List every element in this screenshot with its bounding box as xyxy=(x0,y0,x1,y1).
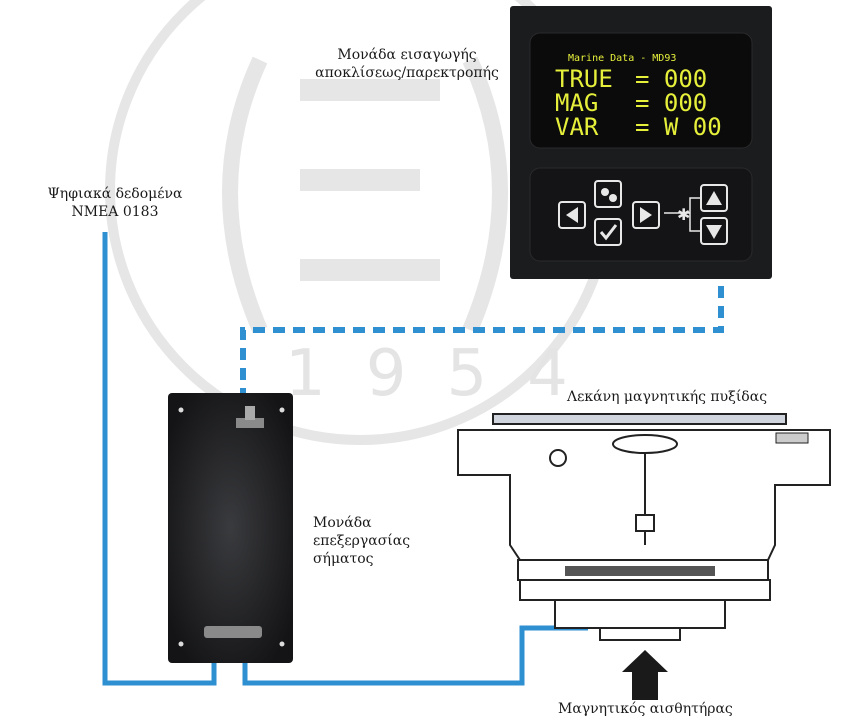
processing-unit-box xyxy=(168,393,293,663)
label-nmea-line1: Ψηφιακά δεδομένα xyxy=(47,186,183,202)
label-input-unit-line2: αποκλίσεως/παρεκτροπής xyxy=(315,65,499,81)
left-arrow-icon xyxy=(566,207,578,223)
label-magnetic-sensor: Μαγνητικός αισθητήρας xyxy=(558,701,733,717)
compass-card xyxy=(612,434,678,454)
bowl-screw xyxy=(549,449,567,467)
top-connector-pin xyxy=(245,406,255,420)
lcd-screen xyxy=(529,32,753,149)
label-processing-line3: σήματος xyxy=(313,551,374,567)
bowl-lid xyxy=(492,413,787,425)
down-arrow-icon xyxy=(706,225,722,239)
check-icon xyxy=(599,224,618,241)
watermark-leaf-right xyxy=(462,56,508,334)
label-nmea: Ψηφιακά δεδομένα NMEA 0183 xyxy=(35,185,195,221)
right-arrow-icon xyxy=(640,207,652,223)
lcd-row-true-value: = 000 xyxy=(635,65,707,93)
input-unit-cable xyxy=(240,282,724,400)
button-confirm[interactable] xyxy=(594,218,622,246)
sensor-cable xyxy=(242,625,588,686)
lcd-row-mag-value: = 000 xyxy=(635,89,707,117)
bottom-connectors xyxy=(204,626,262,638)
bowl-side-pin xyxy=(775,432,809,444)
label-nmea-line2: NMEA 0183 xyxy=(71,204,159,220)
lcd-row-var-value: = W 00 xyxy=(635,113,722,141)
lcd-row-mag-name: MAG xyxy=(555,89,598,117)
watermark-leaf-left xyxy=(222,56,268,334)
label-processing-unit: Μονάδα επεξεργασίας σήματος xyxy=(313,514,433,568)
button-right-arrow[interactable] xyxy=(632,201,660,229)
label-input-unit-line1: Μονάδα εισαγωγής xyxy=(337,47,477,63)
light-icon: ✱ xyxy=(677,205,690,224)
settings-icon-2 xyxy=(609,194,617,202)
button-settings[interactable] xyxy=(594,180,622,208)
top-connector xyxy=(236,418,264,428)
lcd-row-var-name: VAR xyxy=(555,113,599,141)
keypad-connector xyxy=(664,197,701,232)
label-compass-bowl: Λεκάνη μαγνητικής πυξίδας xyxy=(567,389,768,405)
up-arrow-icon xyxy=(706,191,722,205)
watermark-letter xyxy=(300,79,440,281)
watermark-year: 1954 xyxy=(285,337,608,411)
lcd-header: Marine Data - MD93 xyxy=(568,53,676,64)
bowl-seal xyxy=(565,566,715,576)
label-input-unit: Μονάδα εισαγωγής αποκλίσεως/παρεκτροπής xyxy=(312,46,502,82)
settings-icon xyxy=(601,188,609,196)
sensor-housing xyxy=(554,599,726,629)
bowl-gimbal xyxy=(519,579,771,601)
sensor-plug xyxy=(599,627,681,641)
button-left-arrow[interactable] xyxy=(558,201,586,229)
label-processing-line2: επεξεργασίας xyxy=(313,533,411,549)
lcd-row-true-name: TRUE xyxy=(555,65,613,93)
label-processing-line1: Μονάδα xyxy=(313,515,372,531)
up-arrow-indicator xyxy=(622,650,668,700)
nmea-cable xyxy=(102,232,217,686)
compass-weight xyxy=(635,514,655,532)
